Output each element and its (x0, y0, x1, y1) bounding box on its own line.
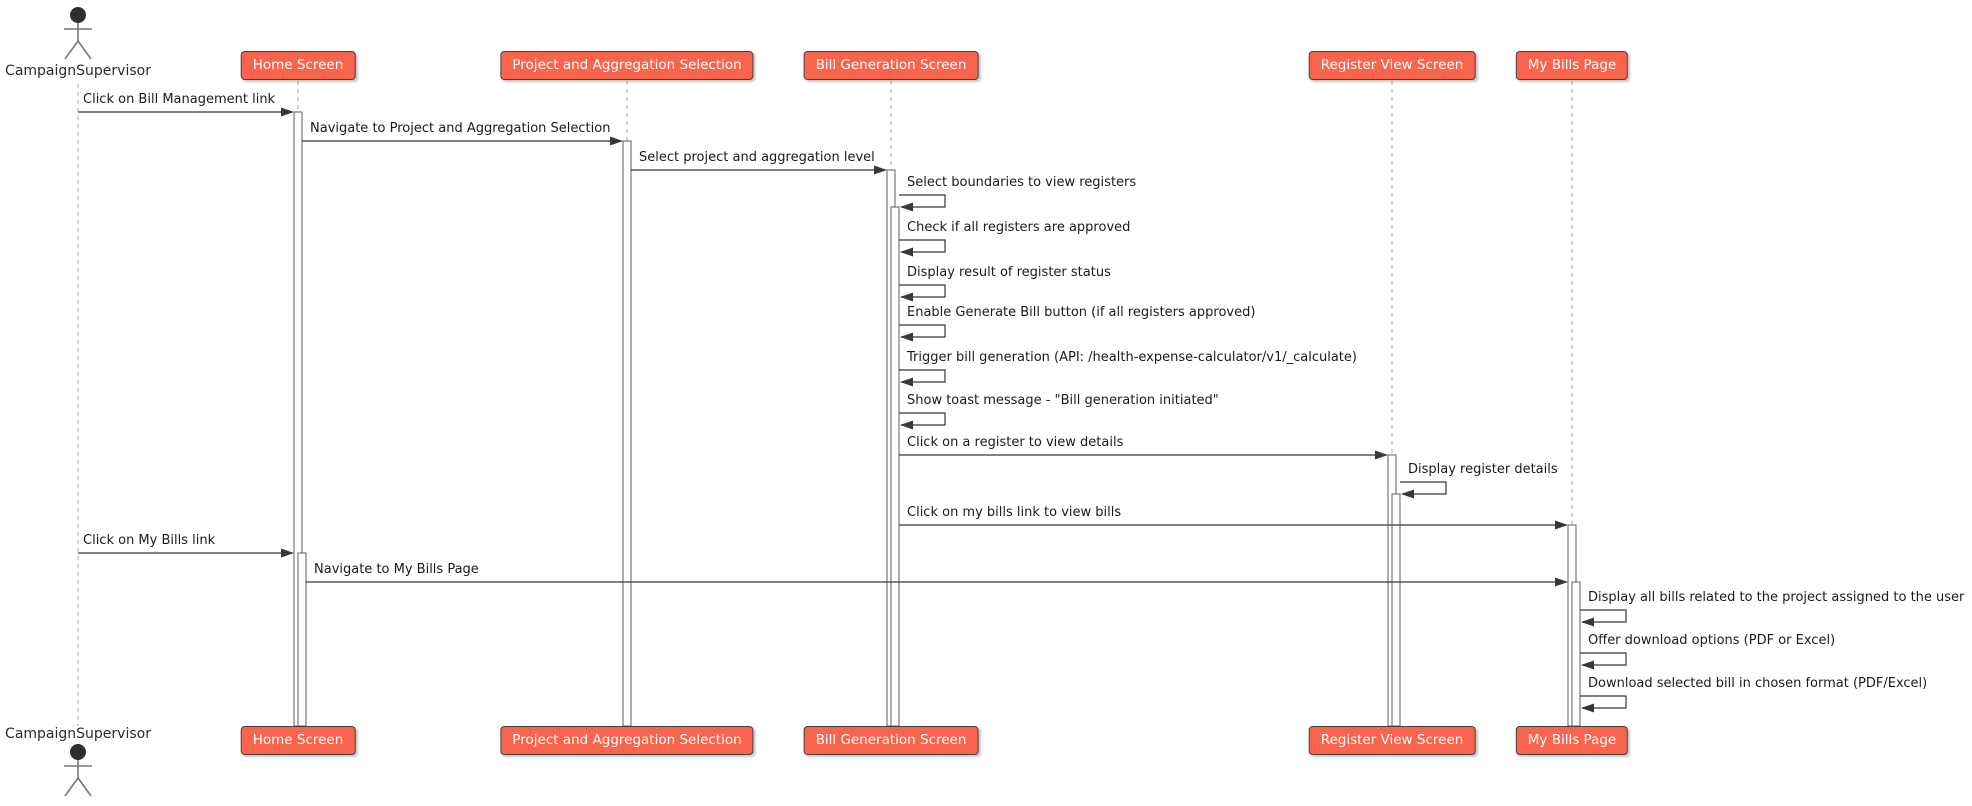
self-message-arrowhead-6 (900, 332, 913, 342)
actor-figure-bottom-leg-right (77, 777, 92, 797)
actor-label-bottom: CampaignSupervisor (5, 726, 151, 742)
message-arrowhead-11 (1555, 520, 1568, 530)
self-message-bracket-10 (1400, 481, 1447, 495)
participant-top-home: Home Screen (240, 51, 356, 80)
participant-bottom-pas: Project and Aggregation Selection (500, 726, 754, 755)
message-label-1: Navigate to Project and Aggregation Sele… (310, 121, 611, 136)
message-label-4: Check if all registers are approved (907, 220, 1131, 235)
actor-figure-bottom-leg-left (64, 777, 79, 797)
message-label-11: Click on my bills link to view bills (907, 505, 1122, 520)
self-message-arrowhead-3 (900, 202, 913, 212)
message-label-9: Click on a register to view details (907, 435, 1124, 450)
activation-bar-rvs-l1 (1391, 493, 1401, 727)
actor-figure-bottom-head (70, 744, 86, 760)
message-label-8: Show toast message - "Bill generation in… (907, 393, 1219, 408)
self-message-bracket-14 (1580, 609, 1627, 623)
message-label-7: Trigger bill generation (API: /health-ex… (907, 350, 1357, 365)
message-arrowhead-0 (281, 107, 294, 117)
message-label-3: Select boundaries to view registers (907, 175, 1137, 190)
message-arrowhead-12 (281, 548, 294, 558)
participant-bottom-mbp: My Bills Page (1515, 726, 1629, 755)
message-arrowhead-2 (874, 165, 887, 175)
self-message-bracket-3 (899, 194, 946, 208)
message-label-15: Offer download options (PDF or Excel) (1588, 633, 1836, 648)
participant-top-mbp: My Bills Page (1515, 51, 1629, 80)
message-arrowhead-13 (1555, 577, 1568, 587)
self-message-bracket-5 (899, 284, 946, 298)
activation-bar-mbp-l1 (1571, 581, 1581, 727)
actor-figure-top-head (70, 7, 86, 23)
actor-label-top: CampaignSupervisor (5, 63, 151, 79)
activation-bar-pas-l0 (622, 140, 632, 727)
message-label-0: Click on Bill Management link (83, 92, 276, 107)
message-label-16: Download selected bill in chosen format … (1588, 676, 1928, 691)
message-label-6: Enable Generate Bill button (if all regi… (907, 305, 1256, 320)
self-message-bracket-4 (899, 239, 946, 253)
self-message-arrowhead-10 (1401, 489, 1414, 499)
self-message-arrowhead-7 (900, 377, 913, 387)
participant-bottom-bgs: Bill Generation Screen (803, 726, 979, 755)
self-message-bracket-15 (1580, 652, 1627, 666)
self-message-bracket-8 (899, 412, 946, 426)
self-message-arrowhead-16 (1581, 703, 1594, 713)
self-message-bracket-7 (899, 369, 946, 383)
actor-figure-top-leg-right (77, 40, 92, 60)
message-label-2: Select project and aggregation level (639, 150, 875, 165)
actor-figure-top-leg-left (64, 40, 79, 60)
participant-top-bgs: Bill Generation Screen (803, 51, 979, 80)
participant-bottom-rvs: Register View Screen (1308, 726, 1476, 755)
message-arrowhead-9 (1375, 450, 1388, 460)
message-label-5: Display result of register status (907, 265, 1111, 280)
participant-top-rvs: Register View Screen (1308, 51, 1476, 80)
self-message-bracket-6 (899, 324, 946, 338)
participant-top-pas: Project and Aggregation Selection (500, 51, 754, 80)
activation-bar-bgs-l1 (890, 206, 900, 727)
self-message-arrowhead-15 (1581, 660, 1594, 670)
self-message-arrowhead-5 (900, 292, 913, 302)
participant-bottom-home: Home Screen (240, 726, 356, 755)
self-message-arrowhead-14 (1581, 617, 1594, 627)
activation-bar-home-l1 (297, 552, 307, 727)
message-label-14: Display all bills related to the project… (1588, 590, 1965, 605)
message-label-13: Navigate to My Bills Page (314, 562, 479, 577)
self-message-arrowhead-8 (900, 420, 913, 430)
self-message-arrowhead-4 (900, 247, 913, 257)
self-message-bracket-16 (1580, 695, 1627, 709)
message-label-12: Click on My Bills link (83, 533, 216, 548)
message-arrowhead-1 (610, 136, 623, 146)
message-label-10: Display register details (1408, 462, 1558, 477)
